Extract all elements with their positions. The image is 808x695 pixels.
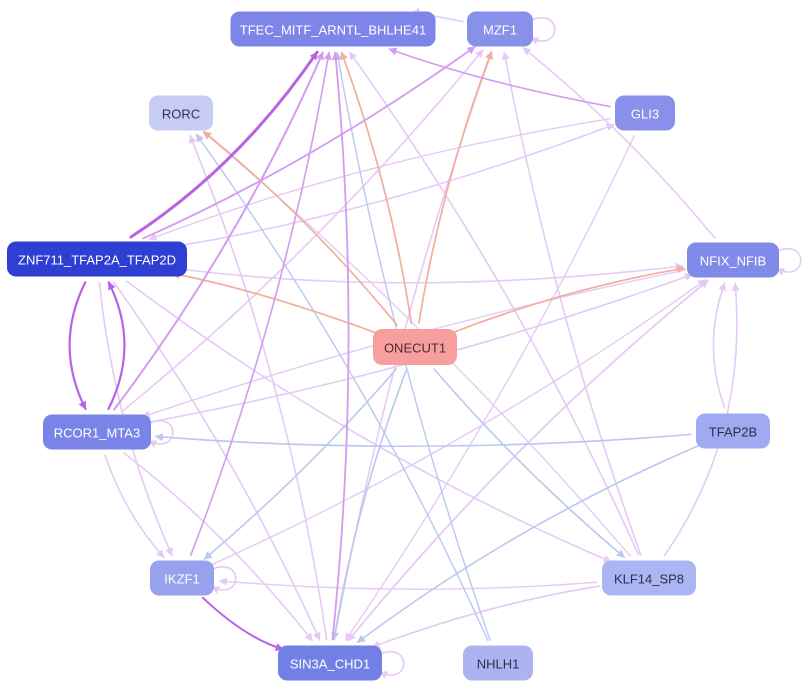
node-box-onecut1[interactable] <box>373 329 457 365</box>
edge-rcor1-sin3a <box>123 452 314 642</box>
edge-rcor1-znf711 <box>107 281 126 410</box>
node-box-sin3a[interactable] <box>278 645 382 681</box>
edge-tfap2b-sin3a <box>356 444 700 644</box>
node-tfap2b[interactable]: TFAP2B <box>696 413 770 449</box>
edge-klf14-sin3a <box>371 585 600 649</box>
node-klf14[interactable]: KLF14_SP8 <box>602 560 696 596</box>
edge-tfap2b-rcor1 <box>154 433 692 448</box>
edge-klf14-tfec <box>348 51 640 556</box>
node-box-gli3[interactable] <box>615 95 675 131</box>
node-box-klf14[interactable] <box>602 560 696 596</box>
edge-znf711-rcor1 <box>68 281 87 410</box>
edge-nfix-sin3a <box>347 279 709 642</box>
node-rorc[interactable]: RORC <box>149 95 213 131</box>
edge-sin3a-tfec <box>331 51 350 641</box>
node-box-tfec[interactable] <box>230 11 436 47</box>
edge-onecut1-rorc <box>203 130 398 326</box>
edge-klf14-ikzf1 <box>218 577 598 590</box>
edge-gli3-znf711 <box>148 118 611 241</box>
edge-mzf1-mzf1 <box>528 17 556 45</box>
node-ikzf1[interactable]: IKZF1 <box>150 560 214 596</box>
edge-onecut1-mzf1 <box>418 51 493 324</box>
edge-ikzf1-ikzf1 <box>209 566 237 594</box>
edge-onecut1-tfec <box>340 51 413 324</box>
edge-onecut1-ikzf1 <box>203 368 397 560</box>
edge-gli3-sin3a <box>344 134 636 642</box>
node-tfec[interactable]: TFEC_MITF_ARNTL_BHLHE41 <box>230 11 436 47</box>
edge-layer <box>68 7 802 679</box>
edge-nfix-mzf1 <box>522 47 716 239</box>
node-box-rorc[interactable] <box>149 95 213 131</box>
node-nfix[interactable]: NFIX_NFIB <box>687 242 779 278</box>
node-onecut1[interactable]: ONECUT1 <box>373 329 457 365</box>
node-znf711[interactable]: ZNF711_TFAP2A_TFAP2D <box>7 241 187 277</box>
edge-znf711-tfec <box>129 50 319 239</box>
edge-onecut1-nfix <box>452 265 686 334</box>
edge-ikzf1-tfec <box>190 51 332 556</box>
edge-znf711-sin3a <box>112 281 321 641</box>
edge-ikzf1-sin3a <box>201 596 284 652</box>
node-box-nfix[interactable] <box>687 242 779 278</box>
edge-nfix-nfix <box>774 248 802 276</box>
node-box-mzf1[interactable] <box>467 11 533 47</box>
node-box-znf711[interactable] <box>7 241 187 277</box>
node-box-rcor1[interactable] <box>43 414 151 450</box>
edge-ikzf1-nfix <box>212 279 707 565</box>
edge-nhlh1-rorc <box>195 133 489 641</box>
edge-onecut1-sin3a <box>331 369 407 641</box>
node-box-tfap2b[interactable] <box>696 413 770 449</box>
edge-klf14-mzf1 <box>501 51 642 556</box>
node-box-nhlh1[interactable] <box>463 645 533 681</box>
edge-znf711-nfix <box>182 262 684 284</box>
edge-sin3a-sin3a <box>377 651 405 679</box>
node-sin3a[interactable]: SIN3A_CHD1 <box>278 645 382 681</box>
edge-onecut1-klf14 <box>433 368 626 558</box>
node-rcor1[interactable]: RCOR1_MTA3 <box>43 414 151 450</box>
edge-gli3-tfec <box>388 47 612 108</box>
edge-rcor1-tfec <box>113 51 324 411</box>
node-gli3[interactable]: GLI3 <box>615 95 675 131</box>
edge-tfap2b-nfix <box>712 282 726 409</box>
node-mzf1[interactable]: MZF1 <box>467 11 533 47</box>
edge-rcor1-rcor1 <box>146 420 174 448</box>
edge-rcor1-ikzf1 <box>104 454 165 559</box>
edge-znf711-klf14 <box>126 280 612 563</box>
edge-rcor1-mzf1 <box>122 49 484 412</box>
node-box-ikzf1[interactable] <box>150 560 214 596</box>
node-nhlh1[interactable]: NHLH1 <box>463 645 533 681</box>
